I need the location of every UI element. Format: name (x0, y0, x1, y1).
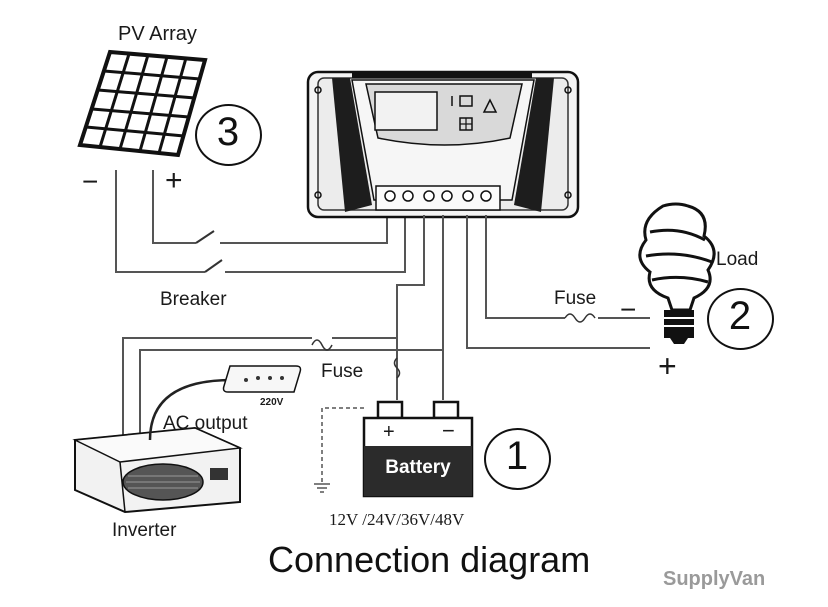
pv-minus-sign: − (82, 166, 99, 197)
breaker-label: Breaker (160, 289, 227, 310)
inverter-icon (72, 426, 243, 514)
outlet-voltage-label: 220V (260, 397, 284, 408)
pv-array-label: PV Array (118, 23, 197, 45)
marker-load: 2 (728, 294, 752, 338)
charge-controller (306, 70, 580, 219)
load-fuse-label: Fuse (554, 288, 597, 309)
load-label: Load (716, 249, 759, 270)
pv-plus-sign: + (165, 164, 183, 197)
load-minus-sign: − (620, 294, 637, 325)
solar-panel-icon (77, 49, 208, 158)
diagram-title: Connection diagram (268, 539, 591, 580)
marker-battery: 1 (505, 434, 529, 478)
outlet-icon (222, 365, 302, 393)
pv-wires (115, 170, 406, 273)
ac-cable (148, 378, 233, 441)
bulb-icon (638, 202, 716, 344)
ac-output-label: AC output (163, 413, 248, 434)
load-fuse-icon (564, 313, 596, 323)
inverter-label: Inverter (112, 520, 177, 541)
battery-fuse-icon (393, 357, 401, 379)
marker-circle-pv (195, 104, 262, 166)
battery-wires (122, 215, 444, 440)
inverter-fuse-icon (311, 339, 333, 351)
watermark: SupplyVan (663, 568, 766, 590)
battery-fuse-label: Fuse (321, 361, 364, 382)
load-plus-sign: + (658, 348, 677, 384)
battery-icon (362, 400, 474, 498)
battery-plus-sign: + (383, 421, 395, 443)
marker-circle-load (707, 288, 774, 350)
battery-voltages-label: 12V /24V/36V/48V (329, 510, 465, 529)
battery-minus-sign: − (442, 418, 455, 443)
marker-pv: 3 (216, 110, 240, 154)
marker-circle-battery (484, 428, 551, 490)
ground-icon (314, 407, 364, 493)
battery-label: Battery (385, 457, 451, 478)
load-wires (466, 215, 650, 349)
